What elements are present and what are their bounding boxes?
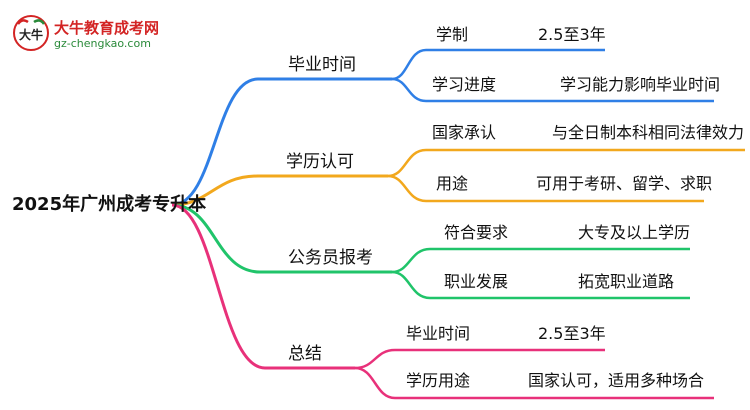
branch-node-summary: 总结 [288, 344, 322, 364]
branch-node-degree-recognition: 学历认可 [286, 152, 354, 172]
child-node-value: 学习能力影响毕业时间 [560, 75, 721, 94]
child-node-value: 拓宽职业道路 [578, 272, 675, 291]
connector-b2-c2 [387, 174, 704, 203]
connector-branch-2 [171, 174, 388, 207]
child-node-value: 可用于考研、留学、求职 [536, 174, 713, 193]
connector-b2-c1 [387, 148, 745, 178]
child-node-label: 学习进度 [432, 75, 497, 94]
child-node-label: 学制 [436, 25, 469, 44]
connector-b1-c1 [391, 48, 605, 81]
connector-branch-4 [171, 203, 355, 370]
child-node-label: 符合要求 [444, 223, 509, 242]
connector-b1-c2 [391, 77, 714, 103]
branch-node-civil-service: 公务员报考 [288, 248, 373, 268]
child-node-label: 职业发展 [444, 272, 509, 291]
branch-node-graduation-time: 毕业时间 [288, 55, 356, 75]
child-node-label: 用途 [436, 174, 469, 193]
bull-logo-icon: 大牛 [13, 15, 49, 51]
connector-b4-c2 [354, 366, 714, 400]
child-node-label: 国家承认 [432, 123, 497, 142]
child-node-value: 2.5至3年 [538, 25, 606, 44]
child-node-value: 国家认可，适用多种场合 [528, 371, 705, 390]
connector-b4-c1 [354, 348, 605, 370]
child-node-value: 2.5至3年 [538, 324, 606, 343]
brand-name: 大牛教育成考网 [54, 19, 160, 37]
brand-logo: 大牛 大牛教育成考网 gz-chengkao.com [12, 14, 192, 54]
brand-url: gz-chengkao.com [54, 37, 151, 50]
child-node-value: 大专及以上学历 [578, 223, 691, 242]
child-node-label: 毕业时间 [406, 324, 471, 343]
child-node-label: 学历用途 [406, 371, 471, 390]
root-node: 2025年广州成考专升本 [12, 194, 207, 215]
logo-badge-text: 大牛 [19, 27, 43, 42]
connector-b3-c1 [391, 247, 690, 274]
connector-branch-1 [171, 77, 392, 207]
child-node-value: 与全日制本科相同法律效力 [552, 123, 745, 142]
connector-b3-c2 [391, 270, 690, 300]
connector-branch-3 [171, 203, 392, 274]
